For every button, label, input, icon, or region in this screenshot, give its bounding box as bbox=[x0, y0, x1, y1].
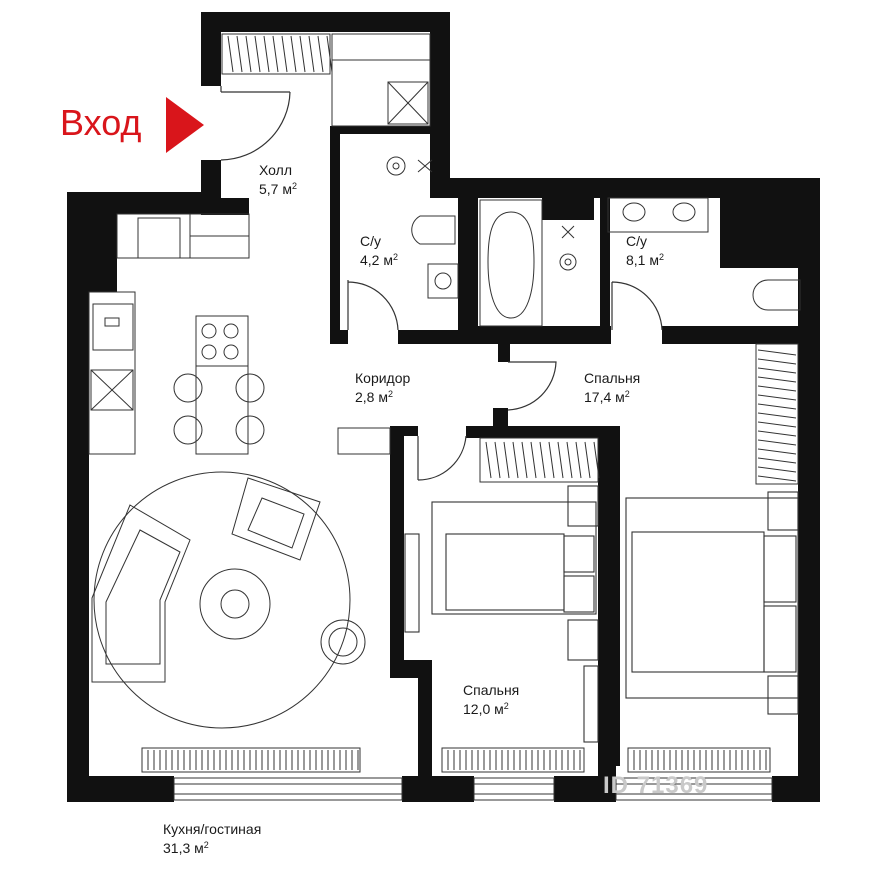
room-area: 8,1 м2 bbox=[626, 252, 664, 268]
kitchen-units bbox=[88, 213, 391, 455]
room-area: 5,7 м2 bbox=[259, 181, 297, 197]
room-label-bedroom-large: Спальня 17,4 м2 bbox=[584, 369, 640, 407]
living-furniture bbox=[91, 471, 366, 729]
walls bbox=[67, 12, 820, 802]
room-name: Кухня/гостиная bbox=[163, 821, 262, 837]
beds bbox=[404, 485, 799, 743]
windows bbox=[173, 777, 773, 801]
entry-arrow-icon bbox=[166, 97, 204, 153]
room-name: Спальня bbox=[463, 682, 520, 698]
room-area: 31,3 м2 bbox=[163, 840, 209, 856]
entry-label: Вход bbox=[60, 102, 142, 143]
watermark: ID 71369 bbox=[603, 772, 709, 799]
doors bbox=[220, 86, 663, 481]
room-name: С/у bbox=[360, 233, 381, 249]
room-area: 17,4 м2 bbox=[584, 389, 630, 405]
room-label-corridor: Коридор 2,8 м2 bbox=[355, 369, 410, 407]
wardrobes bbox=[221, 33, 799, 485]
radiators bbox=[141, 747, 771, 773]
room-name: Холл bbox=[259, 162, 292, 178]
room-name: Коридор bbox=[355, 370, 411, 386]
room-area: 4,2 м2 bbox=[360, 252, 398, 268]
room-label-bath-2: С/у 8,1 м2 bbox=[626, 232, 664, 270]
wardrobe-hatching bbox=[227, 35, 797, 482]
radiator-fins bbox=[147, 750, 767, 770]
room-area: 12,0 м2 bbox=[463, 701, 509, 717]
room-label-hall: Холл 5,7 м2 bbox=[259, 161, 297, 199]
room-label-living: Кухня/гостиная 31,3 м2 bbox=[163, 820, 261, 858]
room-name: С/у bbox=[626, 233, 647, 249]
room-label-bath-1: С/у 4,2 м2 bbox=[360, 232, 398, 270]
bath-fixtures bbox=[386, 156, 801, 327]
room-label-bedroom-small: Спальня 12,0 м2 bbox=[463, 681, 519, 719]
room-name: Спальня bbox=[584, 370, 641, 386]
room-area: 2,8 м2 bbox=[355, 389, 393, 405]
